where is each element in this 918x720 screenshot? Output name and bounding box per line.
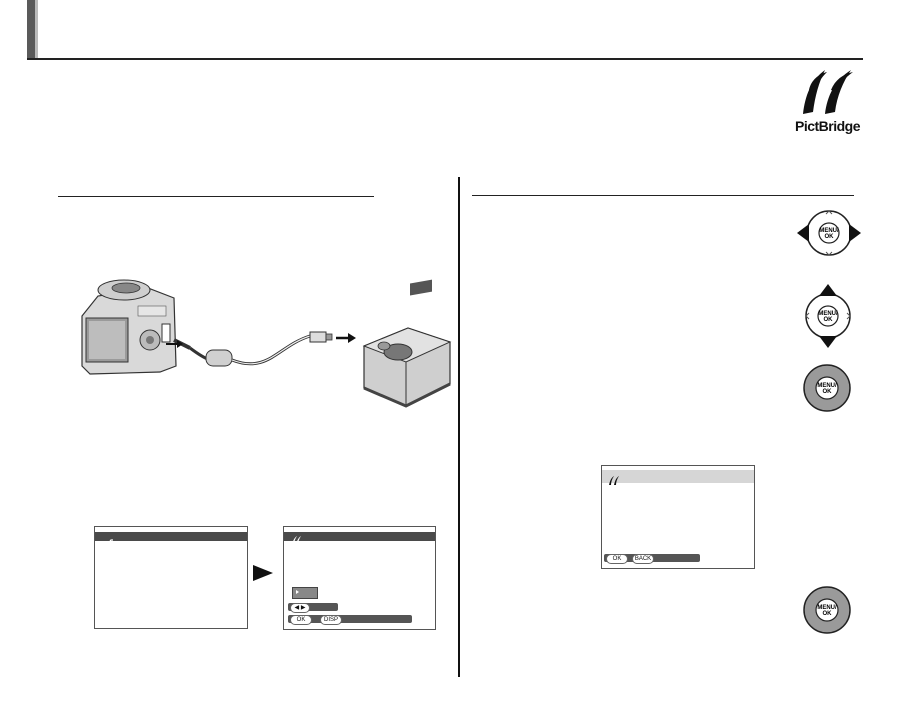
dpad-up-down-icon: MENU/ OK — [800, 284, 856, 348]
svg-text:OK: OK — [823, 389, 833, 395]
dpad-left-right-icon: MENU/ OK — [797, 205, 861, 261]
camera-printer-illustration — [78, 276, 454, 412]
header-tab-marker-light — [35, 0, 38, 60]
camera-illustration — [81, 279, 177, 375]
screen-title-bar — [602, 470, 754, 483]
usb-connecting-screen — [94, 526, 248, 629]
pictbridge-small-icon — [608, 472, 620, 485]
print-count-box — [292, 587, 318, 599]
left-right-chip: ◀ ▶ — [290, 603, 310, 613]
print-setup-screen: ◀ ▶ OK DISP — [283, 526, 436, 630]
print-confirm-screen: OK BACK — [601, 465, 755, 569]
pictbridge-logo-icon — [803, 70, 853, 114]
header-tab-marker — [27, 0, 35, 60]
svg-text:OK: OK — [823, 611, 833, 617]
menu-ok-button-icon: MENU/ OK — [801, 362, 853, 414]
usb-cable-illustration — [166, 331, 356, 367]
right-section-rule — [472, 195, 854, 196]
back-chip: BACK — [632, 554, 654, 564]
screen-title-bar — [95, 532, 247, 541]
pictbridge-logo-text: PictBridge — [795, 118, 861, 134]
svg-text:OK: OK — [824, 317, 834, 323]
screen-title-bar — [284, 532, 435, 541]
pictbridge-small-icon — [291, 532, 301, 545]
svg-text:MENU/: MENU/ — [817, 383, 837, 389]
next-screen-arrow — [253, 565, 273, 581]
svg-text:OK: OK — [825, 234, 835, 240]
svg-text:MENU/: MENU/ — [818, 311, 838, 317]
footer-bar — [288, 615, 412, 623]
usb-icon — [105, 533, 117, 546]
disp-chip: DISP — [320, 615, 342, 625]
svg-text:MENU/: MENU/ — [817, 605, 837, 611]
header-rule — [27, 58, 863, 60]
pictbridge-logo: PictBridge — [795, 66, 861, 138]
ok-chip: OK — [290, 615, 312, 625]
column-divider — [458, 177, 460, 677]
menu-ok-button-icon: MENU/ OK — [801, 584, 853, 636]
left-section-rule — [58, 196, 374, 197]
ok-chip: OK — [606, 554, 628, 564]
svg-text:MENU/: MENU/ — [819, 228, 839, 234]
page-header — [27, 0, 863, 60]
select-bar — [288, 603, 338, 611]
printer-illustration — [362, 279, 452, 408]
